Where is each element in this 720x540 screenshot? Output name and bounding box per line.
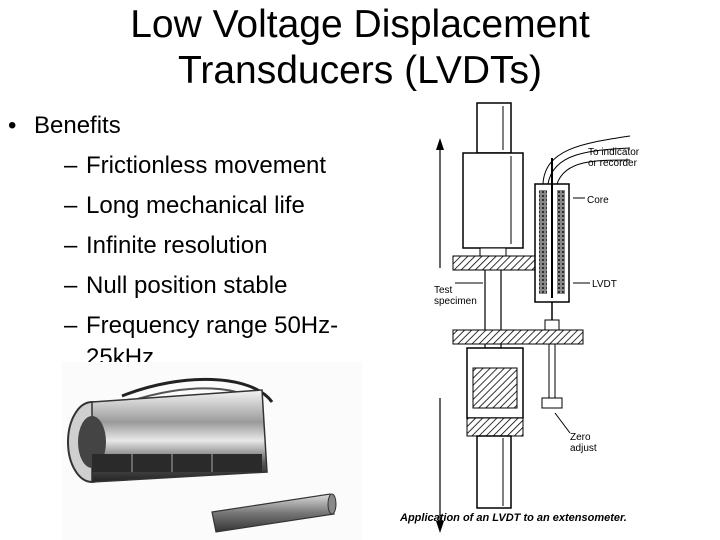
sub-item: –Frictionless movement <box>64 152 327 179</box>
bullet-dot: • <box>8 112 17 139</box>
title-line-1: Low Voltage Displacement <box>130 3 590 46</box>
label-core: Core <box>587 195 609 206</box>
sub-item: –Null position stable <box>64 272 288 299</box>
label-zero-adjust: Zero adjust <box>570 432 597 454</box>
sub-item: –Infinite resolution <box>64 232 268 259</box>
bullet-benefits: • Benefits <box>8 106 378 146</box>
bullet-label: Benefits <box>34 112 121 139</box>
sub-item: –Long mechanical life <box>64 192 305 219</box>
diagram-caption: Application of an LVDT to an extensomete… <box>400 512 627 524</box>
bullet-list: • Benefits –Frictionless movement –Long … <box>8 106 378 374</box>
label-to-indicator: To indicator or recorder <box>588 147 640 169</box>
lvdt-extensometer-diagram <box>436 102 631 533</box>
slide-title: Low Voltage Displacement Transducers (LV… <box>0 2 720 94</box>
label-test-specimen: Test specimen <box>434 285 477 307</box>
title-line-2: Transducers (LVDTs) <box>177 49 543 92</box>
lvdt-photo <box>62 362 362 540</box>
label-lvdt: LVDT <box>592 279 617 290</box>
